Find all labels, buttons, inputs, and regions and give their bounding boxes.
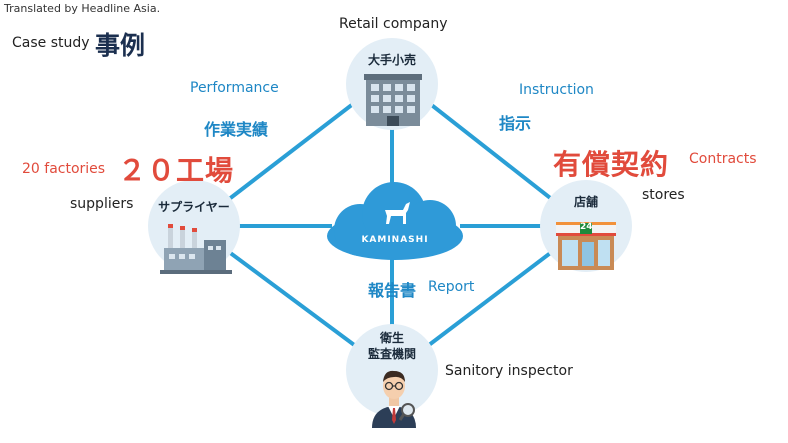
- factories-label: 20 factories: [22, 161, 106, 177]
- stores-label: 店舗: [573, 195, 598, 209]
- stores-caption: stores: [642, 187, 685, 203]
- case-study-label: Case study: [12, 35, 90, 51]
- retail-company-label: 大手小売: [367, 53, 416, 67]
- retail-company-caption: Retail company: [339, 16, 448, 32]
- store-sign-number: 24: [580, 222, 593, 232]
- credit-text: Translated by Headline Asia.: [4, 2, 161, 15]
- contracts-label: Contracts: [689, 151, 757, 167]
- inspector-person-icon: [372, 370, 416, 428]
- report-label: Report: [428, 279, 475, 295]
- factory-icon: [160, 224, 232, 274]
- performance-label: Performance: [190, 80, 279, 96]
- suppliers-label: サプライヤー: [158, 200, 230, 214]
- suppliers-caption: suppliers: [70, 196, 134, 212]
- kaminashi-cloud-icon: [327, 182, 463, 260]
- instruction-jp-label: 指示: [499, 114, 532, 133]
- inspector-label-line2: 監査機関: [367, 347, 416, 361]
- instruction-label: Instruction: [519, 82, 594, 98]
- inspector-label-line1: 衛生: [379, 331, 404, 345]
- factories-jp-label: ２０工場: [118, 154, 235, 187]
- performance-jp-label: 作業実績: [204, 120, 269, 139]
- inspector-caption: Sanitory inspector: [445, 363, 573, 379]
- office-building-icon: [364, 74, 422, 126]
- convenience-store-icon: 24: [556, 222, 616, 270]
- contracts-jp-label: 有償契約: [553, 148, 670, 181]
- kaminashi-brand-label: KAMINASHI: [361, 235, 429, 245]
- report-jp-label: 報告書: [368, 281, 417, 300]
- case-study-title: 事例: [95, 31, 146, 60]
